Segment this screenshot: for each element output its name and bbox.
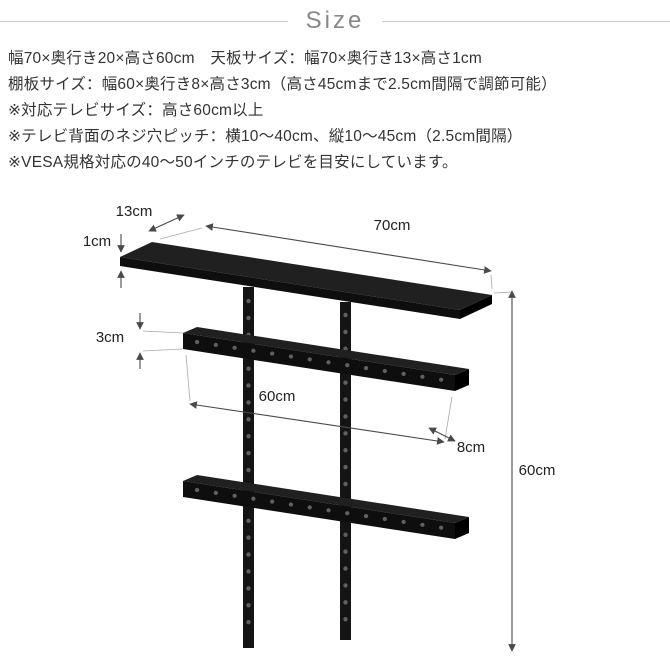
header-rule-right [382, 20, 670, 22]
dim-top-width-label: 70cm [374, 217, 411, 234]
spec-text-block: 幅70×奥行き20×高さ60cm 天板サイズ：幅70×奥行き13×高さ1cm 棚… [8, 46, 666, 176]
diagram-svg: 13cm 70cm 1cm 3cm [83, 203, 556, 652]
dim-shelf-width-label: 60cm [259, 388, 296, 405]
spec-line-tv-size: ※対応テレビサイズ：高さ60cm以上 [8, 102, 264, 119]
top-board [120, 242, 492, 319]
upper-shelf-top-face [183, 327, 469, 375]
lower-shelf-top-face [183, 475, 469, 523]
top-board-end-face [460, 295, 492, 319]
dim-shelf-width-arrow [189, 401, 445, 445]
dim-top-width: 70cm [159, 217, 493, 290]
dim-top-width-ext-right [490, 274, 493, 290]
left-rail-bar [243, 287, 254, 648]
dim-shelf-height-ext-top [142, 330, 184, 334]
upper-shelf-front-face [183, 333, 455, 391]
dim-top-depth-arrow [148, 214, 185, 232]
dim-shelf-height: 3cm [96, 313, 184, 369]
top-board-front-face [120, 257, 460, 319]
dim-shelf-height-ext-bottom [142, 348, 184, 352]
dim-shelf-width-ext-left [185, 354, 191, 402]
lower-shelf-holes [194, 487, 446, 531]
dim-overall-height-label: 60cm [519, 462, 556, 479]
lower-shelf-board [183, 475, 469, 539]
upper-shelf-board [183, 327, 469, 391]
upper-shelf-end-face [455, 369, 469, 391]
dim-top-thickness-label: 1cm [83, 233, 111, 250]
dim-top-thickness: 1cm [83, 233, 125, 288]
dim-top-depth: 13cm [116, 203, 185, 232]
top-board-top-face [120, 242, 492, 310]
dim-top-width-arrow [205, 223, 492, 274]
left-mount-rail [243, 287, 254, 648]
header-rule-left [0, 20, 288, 22]
upper-shelf-holes [194, 339, 446, 383]
dim-overall-height: 60cm [493, 290, 556, 652]
section-header: Size [0, 9, 670, 33]
dimension-diagram: 13cm 70cm 1cm 3cm [0, 185, 670, 670]
dim-top-depth-label: 13cm [116, 203, 153, 220]
lower-shelf-front-face [183, 481, 455, 539]
right-rail-bar [340, 302, 351, 640]
spec-line-screw-pitch: ※テレビ背面のネジ穴ピッチ：横10〜40cm、縦10〜45cm（2.5cm間隔） [8, 128, 523, 145]
dim-overall-height-ext-top [493, 291, 513, 294]
spec-line-overall: 幅70×奥行き20×高さ60cm 天板サイズ：幅70×奥行き13×高さ1cm [8, 50, 482, 67]
spec-line-shelf-board: 棚板サイズ：幅60×奥行き8×高さ3cm（高さ45cmまで2.5cm間隔で調節可… [8, 76, 557, 93]
lower-shelf-end-face [455, 517, 469, 539]
dim-shelf-depth: 8cm [428, 427, 485, 456]
dim-top-width-ext-left [159, 227, 203, 240]
dim-shelf-width-ext-right [444, 396, 453, 440]
section-title: Size [305, 7, 365, 34]
dim-shelf-depth-label: 8cm [457, 439, 485, 456]
spec-line-vesa: ※VESA規格対応の40〜50インチのテレビを目安にしています。 [8, 154, 458, 171]
dim-shelf-height-label: 3cm [96, 329, 124, 346]
dim-shelf-depth-arrow [428, 427, 456, 442]
